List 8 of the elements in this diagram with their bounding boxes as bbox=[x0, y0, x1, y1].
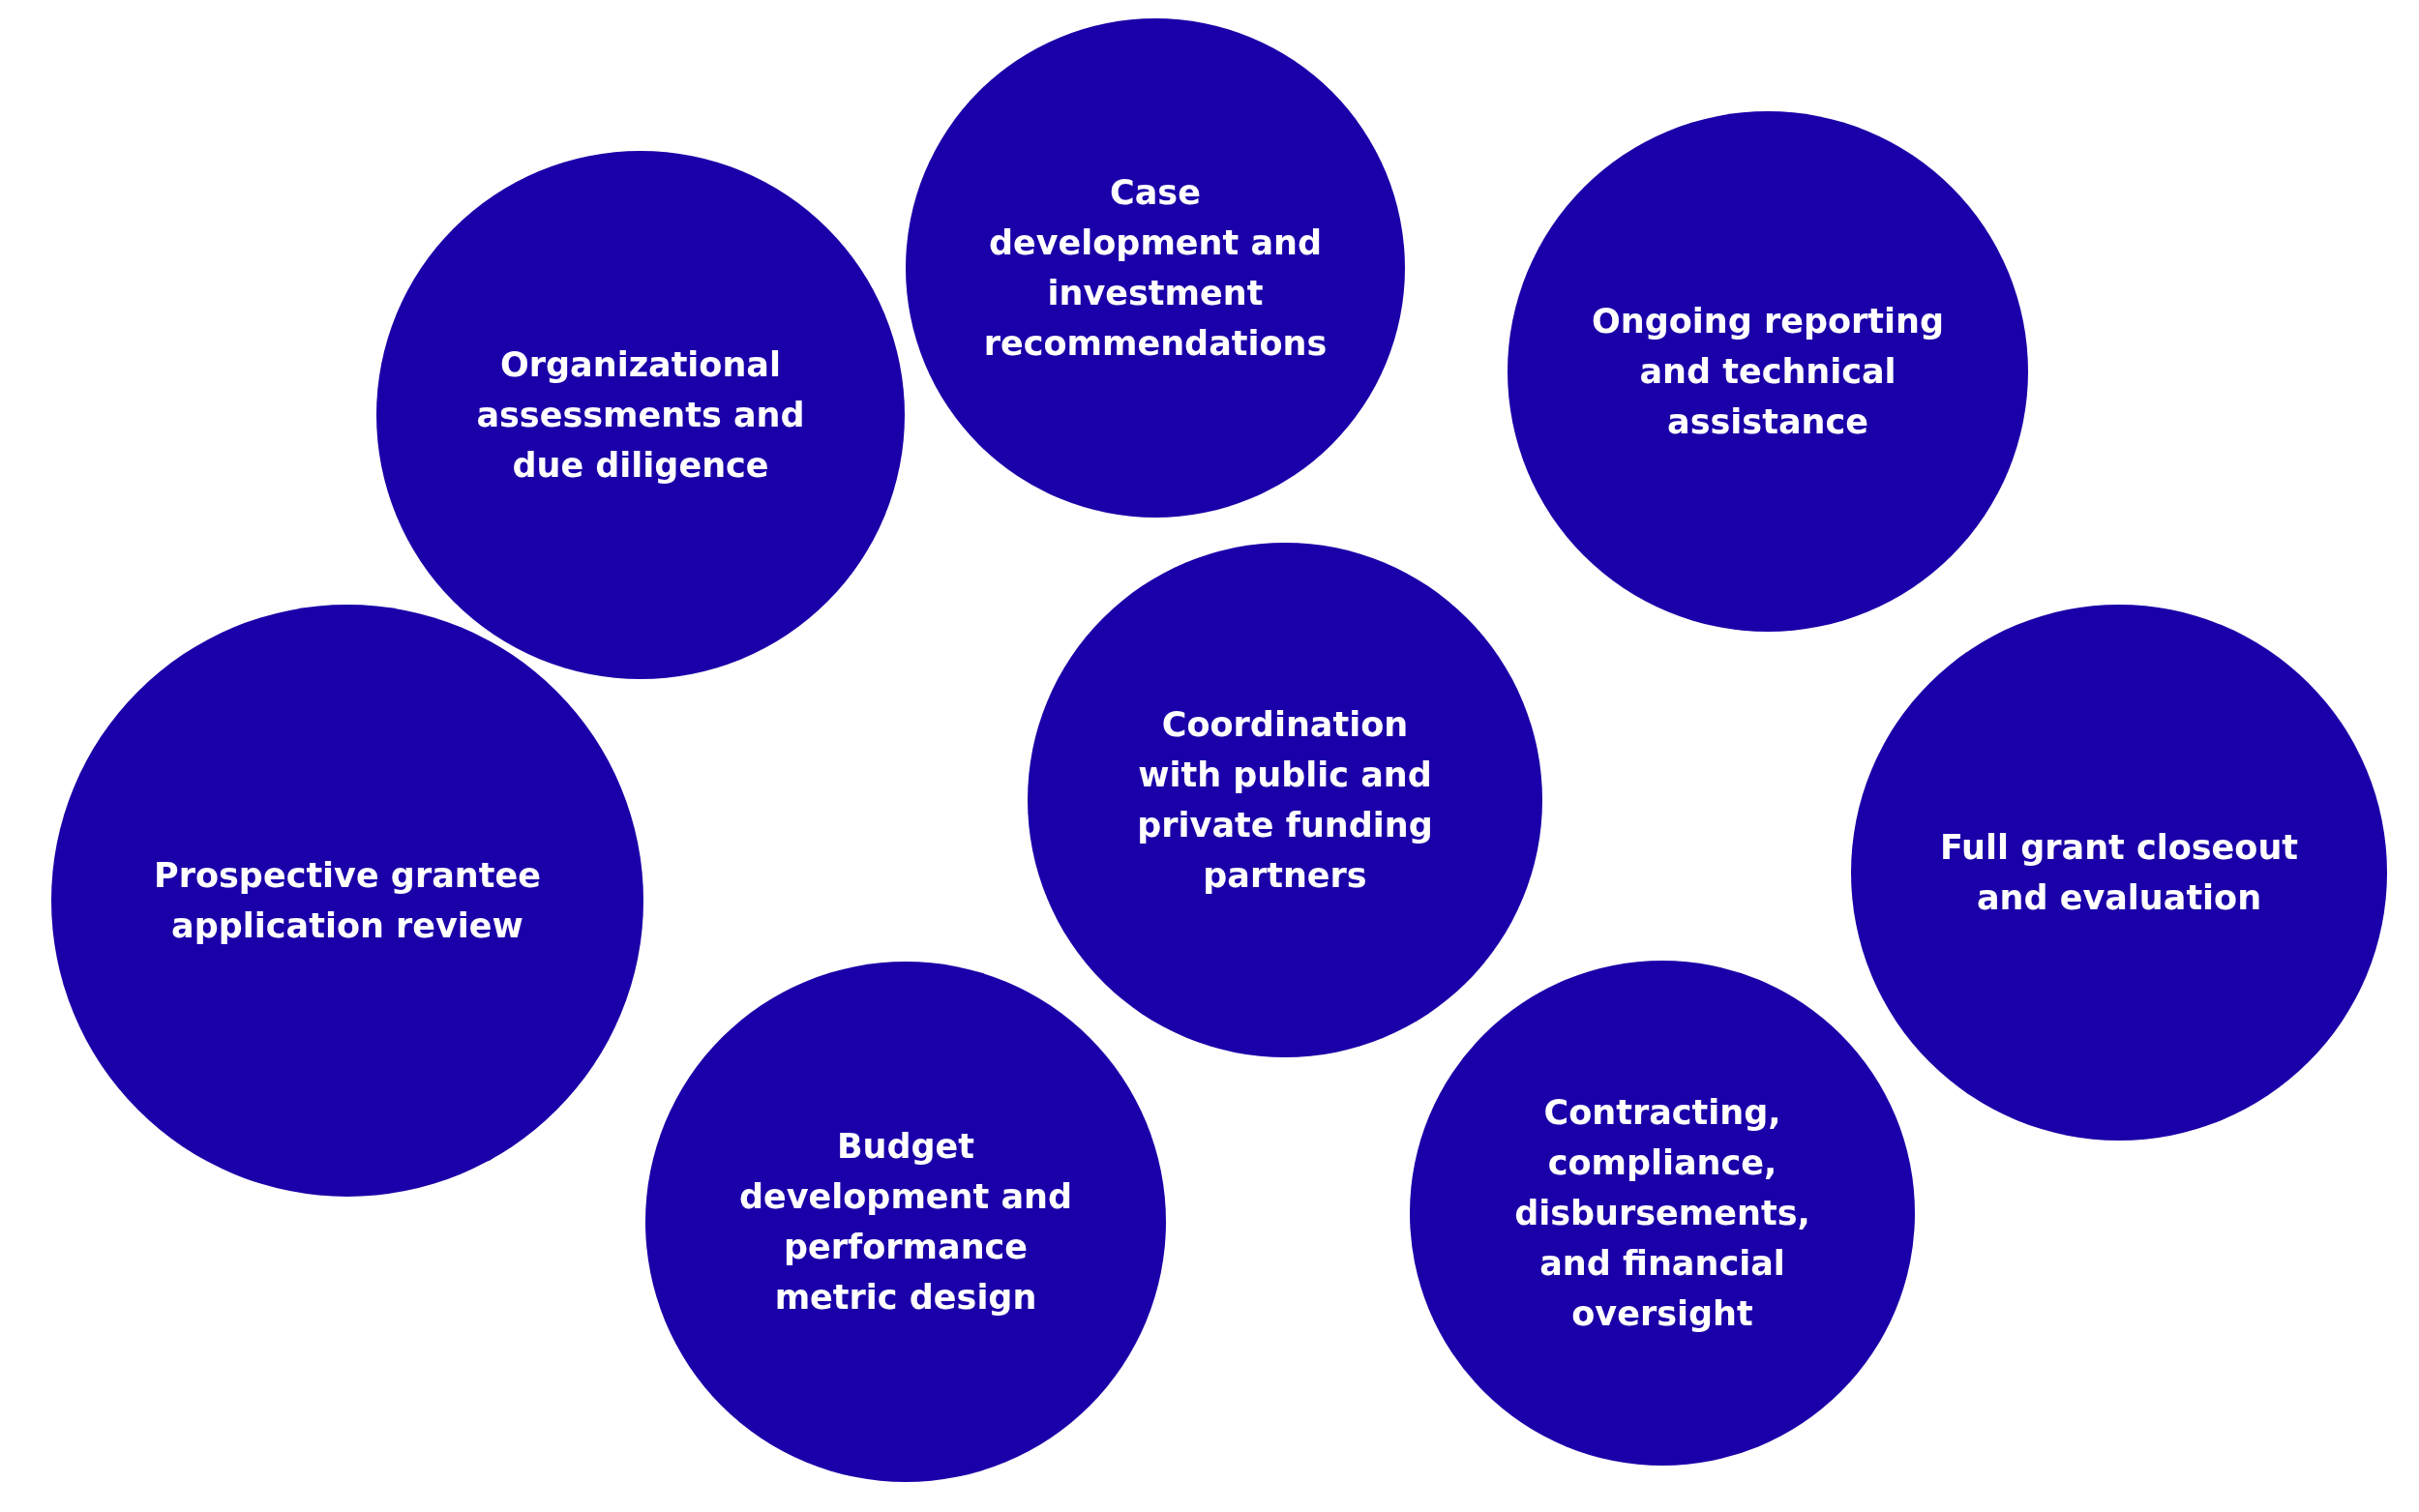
node-label: Full grant closeout and evaluation bbox=[1938, 827, 2300, 919]
node-label: Coordination with public and private funding partners bbox=[1136, 704, 1434, 897]
node-label: Prospective grantee application review bbox=[154, 855, 541, 947]
node-label: Budget development and performance metric design bbox=[737, 1126, 1074, 1319]
node-label: Ongoing reporting and technical assistance bbox=[1591, 301, 1945, 443]
node-label: Contracting, compliance, disbursements, and financial oversight bbox=[1513, 1092, 1811, 1335]
node-label: Organizational assessments and due diligence bbox=[475, 344, 806, 487]
node-label: Case development and investment recommendations bbox=[982, 172, 1329, 365]
